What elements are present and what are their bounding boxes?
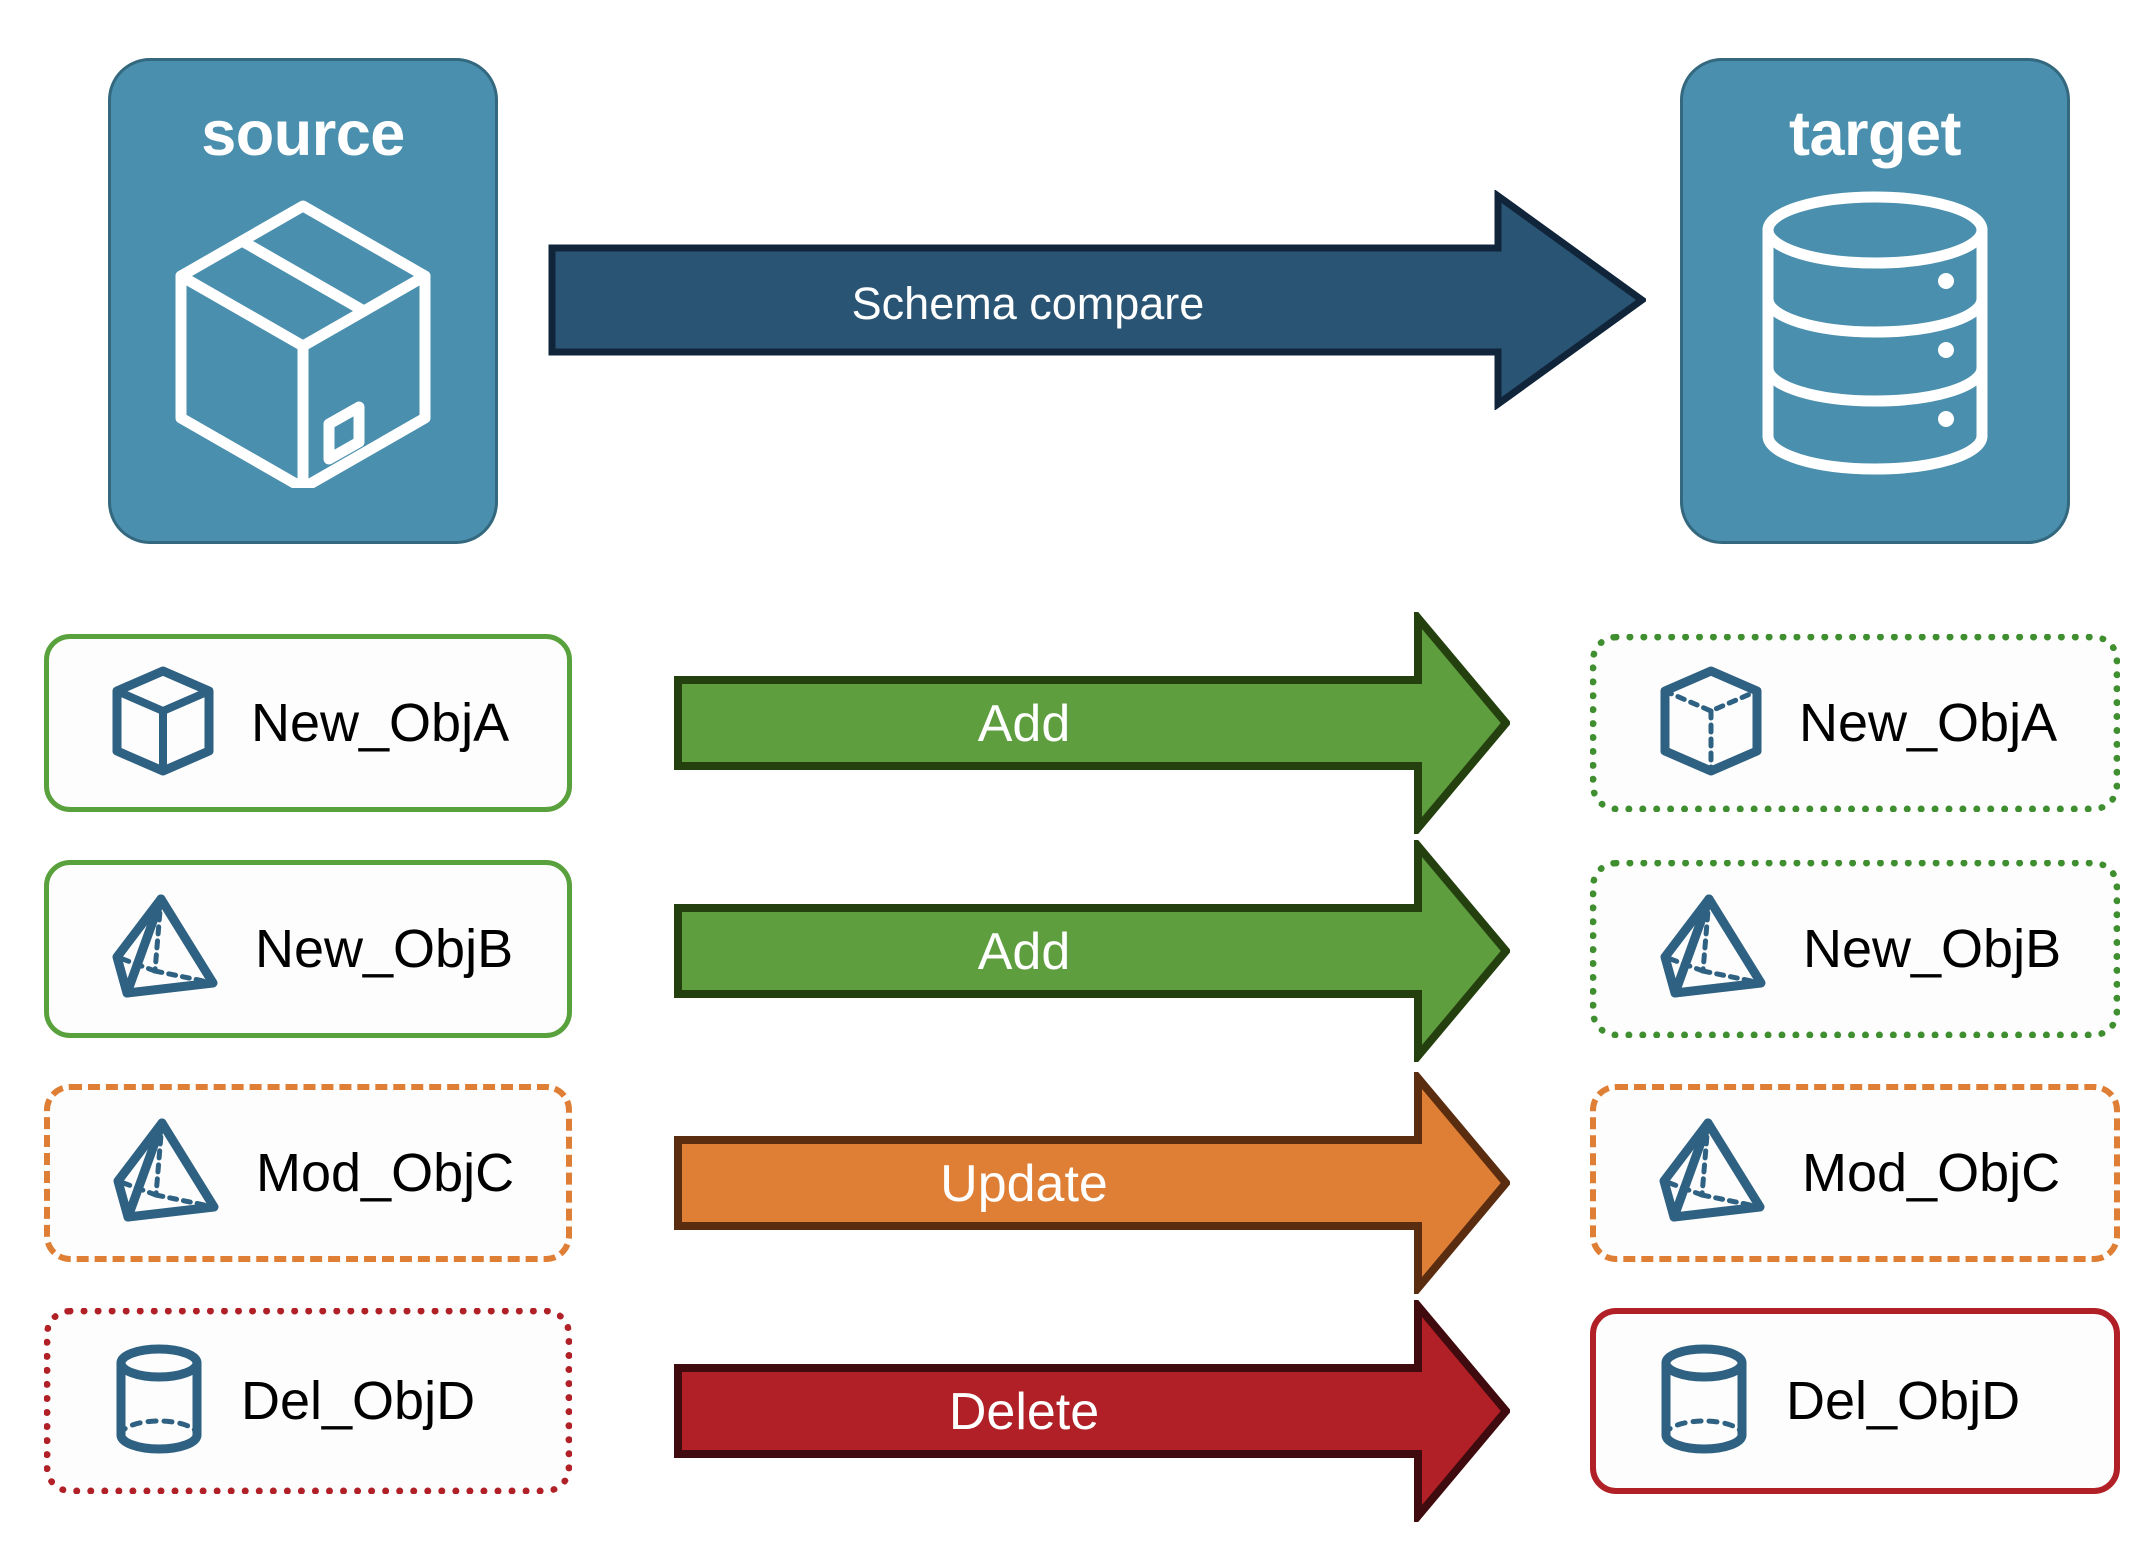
source-object-label: Del_ObjD [241, 1371, 476, 1431]
wireframe-cube-icon [1657, 665, 1765, 782]
wireframe-cylinder-icon [1656, 1341, 1752, 1462]
target-object-box-new-objb[interactable]: New_ObjB [1590, 860, 2120, 1038]
target-object-box-mod-objc[interactable]: Mod_ObjC [1590, 1084, 2120, 1262]
source-object-box-new-objb[interactable]: New_ObjB [44, 860, 572, 1038]
target-object-label: New_ObjA [1799, 693, 2058, 753]
package-box-icon [163, 188, 443, 494]
target-object-label: Mod_ObjC [1802, 1143, 2061, 1203]
wireframe-pyramid-icon [109, 891, 221, 1008]
source-endpoint-panel: source [108, 58, 498, 544]
source-object-label: Mod_ObjC [256, 1143, 515, 1203]
wireframe-pyramid-icon [1656, 1115, 1768, 1232]
update-arrow-row [674, 1067, 1512, 1299]
target-object-label: Del_ObjD [1786, 1371, 2021, 1431]
source-object-label: New_ObjA [251, 693, 510, 753]
source-object-box-mod-objc[interactable]: Mod_ObjC [44, 1084, 572, 1262]
wireframe-pyramid-icon [110, 1115, 222, 1232]
target-panel-title: target [1788, 99, 1962, 169]
source-object-box-del-objd[interactable]: Del_ObjD [44, 1308, 572, 1494]
target-object-box-new-obja[interactable]: New_ObjA [1590, 634, 2120, 812]
wireframe-pyramid-icon [1657, 891, 1769, 1008]
delete-arrow-row [674, 1295, 1512, 1527]
source-object-label: New_ObjB [255, 919, 514, 979]
wireframe-cylinder-icon [111, 1341, 207, 1462]
source-panel-title: source [201, 99, 405, 169]
source-object-box-new-obja[interactable]: New_ObjA [44, 634, 572, 812]
add-arrow-row-1 [674, 607, 1512, 839]
schema-compare-arrow [548, 189, 1648, 411]
target-endpoint-panel: target [1680, 58, 2070, 544]
database-cylinder-icon [1750, 188, 2000, 483]
add-arrow-row-2 [674, 835, 1512, 1067]
target-object-box-del-objd[interactable]: Del_ObjD [1590, 1308, 2120, 1494]
wireframe-cube-icon [109, 665, 217, 782]
target-object-label: New_ObjB [1803, 919, 2062, 979]
